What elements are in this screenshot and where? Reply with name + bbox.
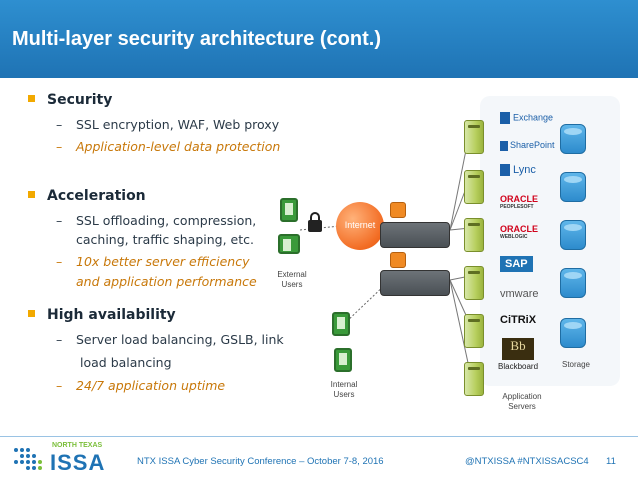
section-heading-acceleration: Acceleration: [28, 188, 146, 204]
bullet-item-continuation: caching, traffic shaping, etc.: [76, 232, 254, 247]
bullet-item: –Server load balancing, GSLB, link: [56, 332, 284, 347]
server-icon: [464, 218, 484, 252]
storage-icon: [560, 220, 586, 250]
bullet-item: –SSL encryption, WAF, Web proxy: [56, 117, 280, 132]
lock-icon: [308, 212, 322, 232]
storage-icon: [560, 124, 586, 154]
exchange-logo: Exchange: [500, 112, 553, 124]
internal-user-tablet-icon: [334, 348, 352, 372]
section-heading-high-availability: High availability: [28, 307, 176, 323]
title-bar: Multi-layer security architecture (cont.…: [0, 0, 638, 78]
bullet-square-icon: [28, 94, 35, 102]
server-icon: [464, 314, 484, 348]
bullet-item: –Application-level data protection: [56, 139, 281, 154]
bullet-item-continuation: and application performance: [76, 274, 257, 289]
bullet-item-continuation: load balancing: [80, 355, 172, 370]
blackboard-logo: Blackboard: [498, 362, 539, 371]
lync-logo: Lync: [500, 164, 536, 177]
internal-user-phone-icon: [332, 312, 350, 336]
server-icon: [464, 170, 484, 204]
citrix-logo: CiTRiX: [500, 314, 537, 326]
server-icon: [464, 120, 484, 154]
slide-title: Multi-layer security architecture (cont.…: [12, 28, 381, 50]
bullet-list: Security –SSL encryption, WAF, Web proxy…: [0, 0, 300, 400]
blackboard-icon: Bb: [502, 338, 534, 360]
server-icon: [464, 266, 484, 300]
sap-logo: SAP: [500, 256, 533, 272]
appliance-icon: [390, 202, 406, 218]
external-user-laptop-icon: [278, 234, 300, 254]
sharepoint-logo: SharePoint: [500, 140, 555, 151]
bullet-square-icon: [28, 190, 35, 198]
server-icon: [464, 362, 484, 396]
texas-dots-icon: [14, 448, 42, 470]
footer-conference: NTX ISSA Cyber Security Conference – Oct…: [137, 456, 384, 467]
external-user-phone-icon: [280, 198, 298, 222]
footer-divider: [0, 436, 638, 437]
ntx-issa-logo: NORTH TEXAS ISSA: [8, 440, 108, 478]
bullet-item: –24/7 application uptime: [56, 378, 226, 393]
load-balancer-appliance: [380, 270, 450, 296]
storage-icon: [560, 172, 586, 202]
storage-icon: [560, 268, 586, 298]
section-heading-security: Security: [28, 92, 112, 108]
footer-hashtags: @NTXISSA #NTXISSACSC4: [465, 456, 589, 467]
bullet-item: –10x better server efficiency: [56, 254, 250, 269]
appliance-icon: [390, 252, 406, 268]
bullet-square-icon: [28, 309, 35, 317]
bullet-item: –SSL offloading, compression,: [56, 213, 257, 228]
load-balancer-appliance: [380, 222, 450, 248]
storage-label: Storage: [561, 360, 591, 369]
internet-globe-icon: Internet: [336, 202, 384, 250]
page-number: 11: [606, 456, 616, 467]
storage-icon: [560, 318, 586, 348]
vmware-logo: vmware: [500, 288, 539, 300]
